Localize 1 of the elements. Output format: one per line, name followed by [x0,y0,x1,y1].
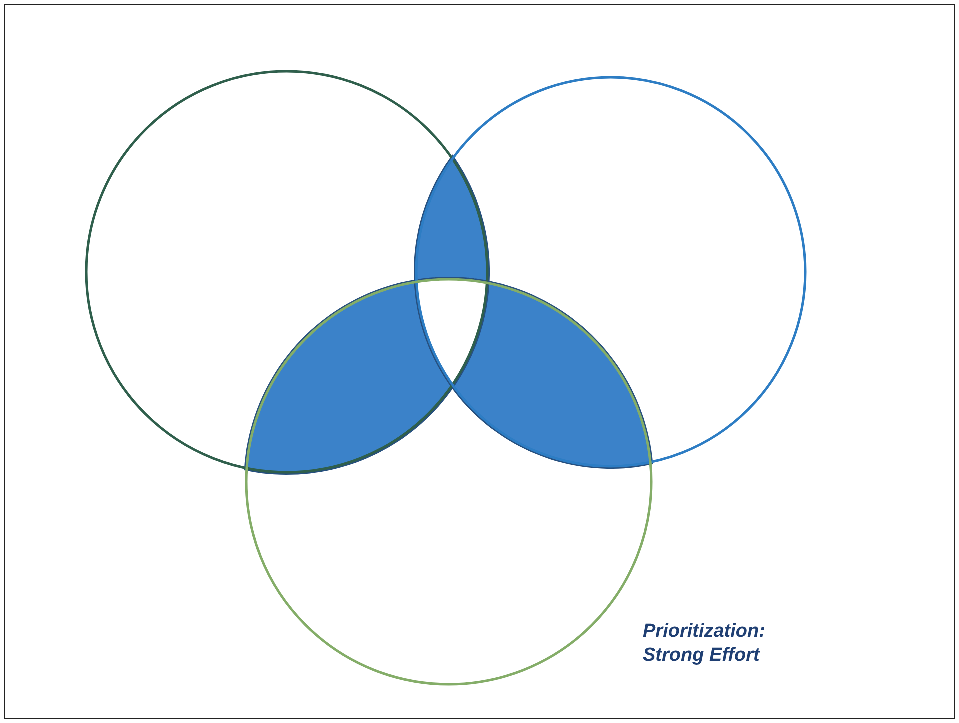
note-text: Prioritization: Strong Effort [643,620,766,668]
